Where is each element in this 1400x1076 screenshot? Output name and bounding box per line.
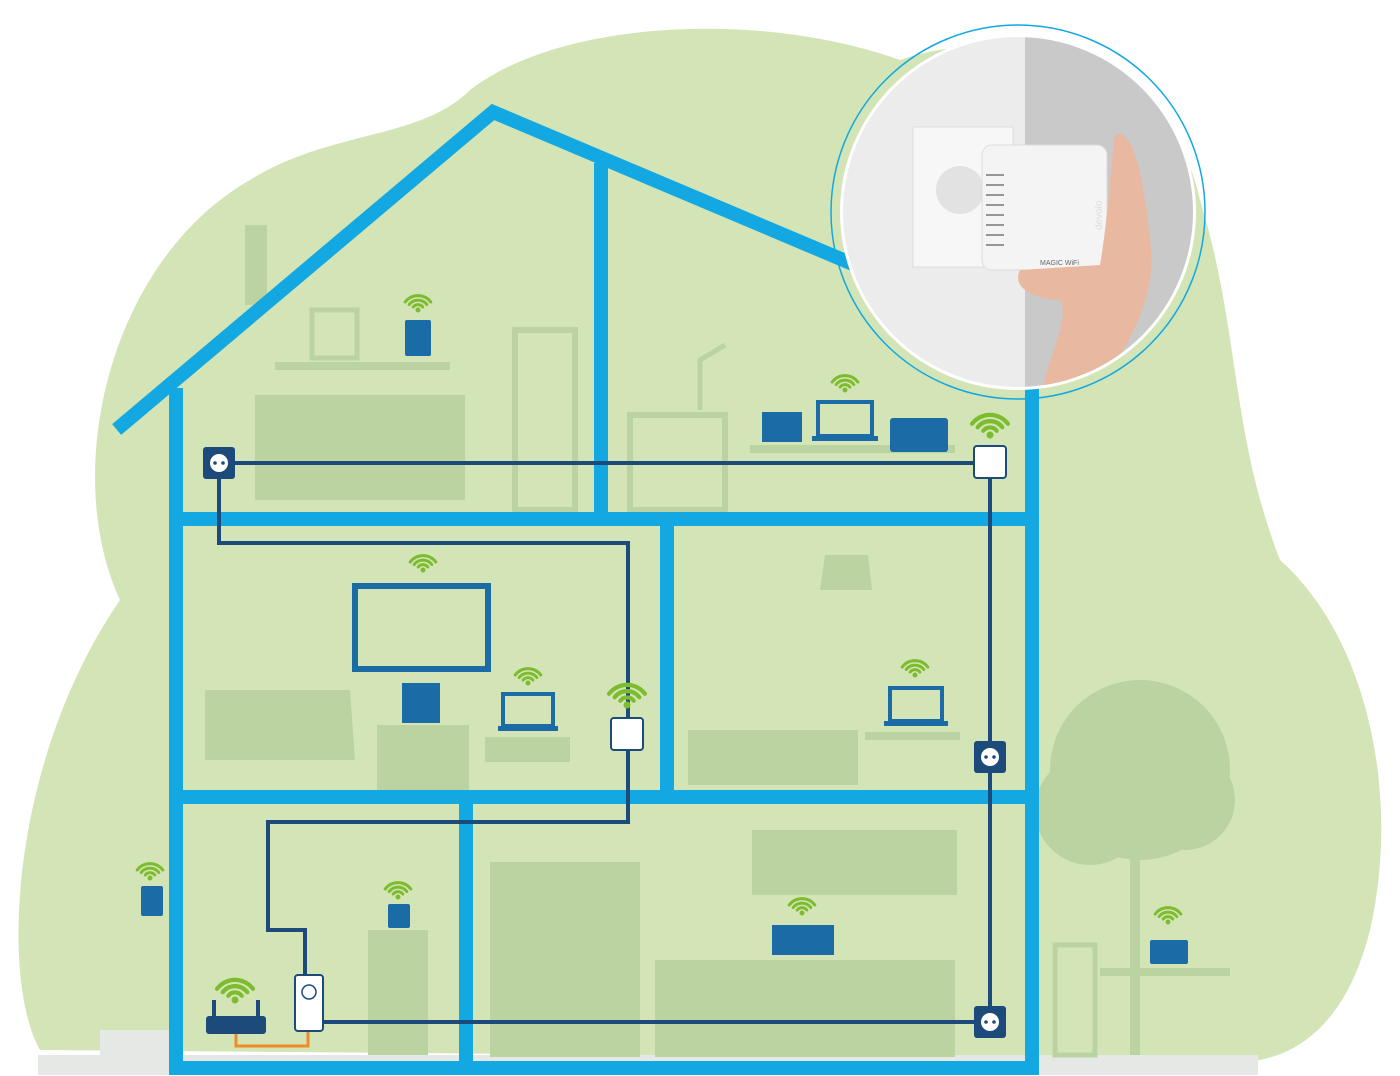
hand-photo: [1018, 134, 1152, 387]
powerline-adapter-ground: [294, 974, 324, 1032]
outside-step: [100, 1030, 170, 1055]
router-icon: [206, 1000, 266, 1034]
game-console-icon: [402, 683, 440, 723]
wifi-signals: [135, 294, 1183, 1004]
laptop-icon-right: [884, 686, 948, 726]
house-frame: [112, 103, 1039, 1075]
device-model-lettering: MAGIC WiFi: [1040, 260, 1079, 267]
wifi-adapter-top-right: [973, 445, 1007, 479]
smart-speaker-icon: [405, 320, 431, 356]
wall-socket-top-left: [203, 447, 235, 479]
printer-icon: [890, 418, 948, 452]
furniture-silhouettes: [205, 225, 1235, 1058]
wifi-signal-icon: [969, 412, 1011, 439]
laptop-icon-middle: [498, 692, 558, 731]
wifi-signal-icon: [606, 682, 648, 709]
camera-icon: [141, 886, 163, 916]
wifi-signal-icon: [830, 374, 860, 393]
adapter-photo: [981, 144, 1108, 271]
wifi-signal-icon: [135, 862, 165, 881]
wifi-signal-icon: [900, 659, 930, 678]
tv-icon: [352, 583, 491, 672]
devices: [141, 320, 1188, 964]
wall-socket-ground-right: [974, 1006, 1006, 1038]
wifi-signal-icon: [214, 977, 256, 1004]
stereo-icon: [772, 925, 834, 955]
wifi-signal-icon: [513, 667, 543, 686]
wifi-signal-icon: [1153, 906, 1183, 925]
wifi-signal-icon: [383, 881, 413, 900]
smart-speaker-icon-ground: [388, 904, 410, 928]
device-brand-lettering: devolo: [1094, 200, 1105, 230]
laptop-icon: [812, 400, 878, 441]
nas-icon: [762, 412, 802, 442]
ethernet-cable: [234, 1030, 310, 1048]
wall-socket-middle-right: [974, 741, 1006, 773]
radio-icon: [1150, 940, 1188, 964]
wifi-signal-icon: [787, 897, 817, 916]
wifi-signal-icon: [408, 554, 438, 573]
wifi-adapter-middle: [610, 717, 644, 751]
wifi-signal-icon: [403, 294, 433, 313]
